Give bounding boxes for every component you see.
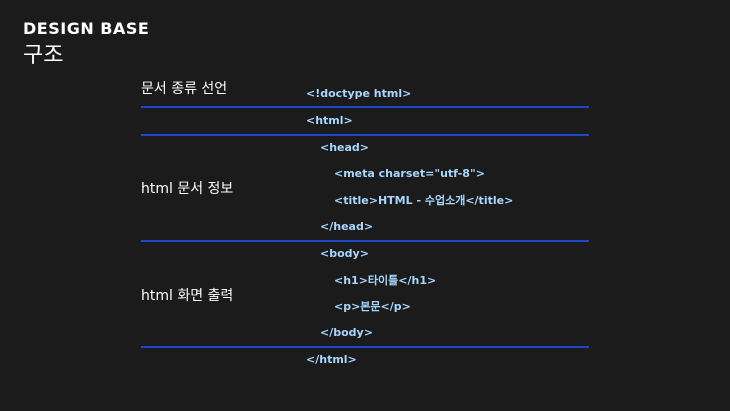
code-meta: <meta charset="utf-8"> (334, 167, 485, 180)
code-body-open: <body> (320, 247, 369, 260)
code-h1: <h1>타이틀</h1> (334, 274, 437, 287)
code-head-close: </head> (320, 220, 374, 233)
divider-doctype (141, 106, 589, 108)
code-head-open: <head> (320, 141, 370, 154)
divider-body (141, 346, 589, 348)
code-html-open: <html> (306, 114, 353, 127)
divider-html-open (141, 134, 589, 136)
code-doctype: <!doctype html> (306, 87, 412, 100)
code-title: <title>HTML - 수업소개</title> (334, 194, 514, 207)
label-body-output: html 화면 출력 (141, 288, 234, 304)
code-html-close: </html> (306, 353, 357, 366)
brand-logo: DESIGN BASE (23, 19, 150, 38)
code-p: <p>본문</p> (334, 300, 411, 313)
code-body-close: </body> (320, 326, 373, 339)
label-doctype: 문서 종류 선언 (141, 81, 228, 97)
divider-head (141, 240, 589, 242)
label-head-info: html 문서 정보 (141, 181, 234, 197)
slide-title: 구조 (23, 43, 64, 68)
